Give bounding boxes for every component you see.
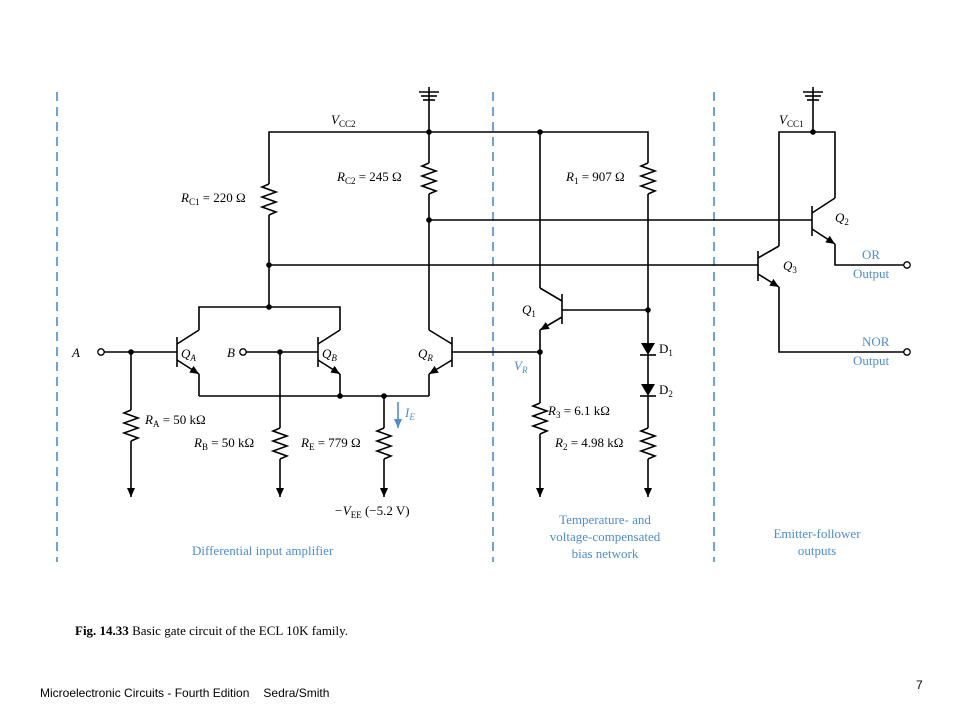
- label-d2: D2: [659, 382, 673, 399]
- ground-symbol-vcc1: [803, 87, 823, 132]
- transistor-qr: [428, 329, 453, 396]
- or-output-terminal: [903, 261, 911, 269]
- section-dividers: [56, 92, 715, 562]
- label-qa: QA: [181, 346, 196, 363]
- resistor-r2: [638, 427, 658, 460]
- vcc2-rail: [268, 131, 649, 184]
- label-r1: R1 = 907 Ω: [565, 169, 625, 186]
- section-label-bias-1: Temperature- and: [559, 512, 651, 527]
- label-input-a: A: [71, 345, 80, 360]
- label-re: RE = 779 Ω: [300, 435, 361, 452]
- label-nor: NOR: [862, 334, 890, 349]
- figure-number: Fig. 14.33: [75, 623, 129, 638]
- label-qr: QR: [418, 346, 433, 363]
- transistor-q1: [539, 132, 648, 403]
- resistor-rc1: [259, 183, 279, 216]
- label-rc2: RC2 = 245 Ω: [336, 169, 402, 186]
- resistor-r1: [638, 162, 658, 195]
- section-label-ef-1: Emitter-follower: [773, 526, 861, 541]
- figure-caption-text: Basic gate circuit of the ECL 10K family…: [132, 623, 349, 638]
- label-or: OR: [862, 247, 880, 262]
- footer-book-title: Microelectronic Circuits - Fourth Editio…: [40, 686, 250, 700]
- label-r2: R2 = 4.98 kΩ: [554, 435, 623, 452]
- resistor-rb: [270, 427, 290, 460]
- input-a-terminal: [97, 348, 105, 356]
- label-q3: Q3: [783, 258, 797, 275]
- resistor-ra: [121, 409, 141, 442]
- label-or-output: Output: [853, 266, 890, 281]
- label-vr: VR: [514, 358, 528, 375]
- page-number: 7: [916, 678, 923, 692]
- label-vcc2: VCC2: [331, 112, 355, 129]
- label-qb: QB: [322, 346, 337, 363]
- label-nor-output: Output: [853, 353, 890, 368]
- slide-footer: Microelectronic Circuits - Fourth Editio…: [40, 686, 329, 700]
- label-ra: RA = 50 kΩ: [144, 412, 206, 429]
- label-input-b: B: [227, 345, 235, 360]
- label-d1: D1: [659, 341, 673, 358]
- label-q2: Q2: [835, 210, 849, 227]
- diode-d1: [640, 343, 656, 356]
- label-rb: RB = 50 kΩ: [193, 435, 254, 452]
- section-label-bias-2: voltage-compensated: [550, 529, 661, 544]
- resistor-rc2: [419, 162, 439, 195]
- label-rc1: RC1 = 220 Ω: [180, 190, 246, 207]
- transistor-qb: [317, 329, 341, 396]
- transistor-q2: [811, 197, 904, 266]
- nor-output-terminal: [903, 348, 911, 356]
- resistor-r3: [530, 402, 550, 435]
- ground-symbol-vcc2: [419, 87, 439, 132]
- label-vcc1: VCC1: [779, 112, 803, 129]
- section-label-differential: Differential input amplifier: [192, 543, 334, 558]
- resistor-re: [374, 427, 394, 460]
- diode-d2: [640, 384, 656, 397]
- section-label-bias-3: bias network: [572, 546, 639, 561]
- label-ie: IE: [404, 405, 415, 422]
- input-b-terminal: [239, 348, 247, 356]
- label-vee: −VEE (−5.2 V): [334, 503, 410, 520]
- footer-authors: Sedra/Smith: [263, 686, 330, 700]
- ecl-gate-schematic: VCC2 VCC1 RC1 = 220 Ω RC2 = 245 Ω R1 = 9…: [56, 87, 911, 562]
- transistor-q3: [757, 245, 904, 353]
- figure-caption: Fig. 14.33 Basic gate circuit of the ECL…: [75, 623, 348, 639]
- label-r3: R3 = 6.1 kΩ: [547, 403, 610, 420]
- transistor-qa: [176, 329, 200, 396]
- section-label-ef-2: outputs: [798, 543, 836, 558]
- label-q1: Q1: [522, 302, 536, 319]
